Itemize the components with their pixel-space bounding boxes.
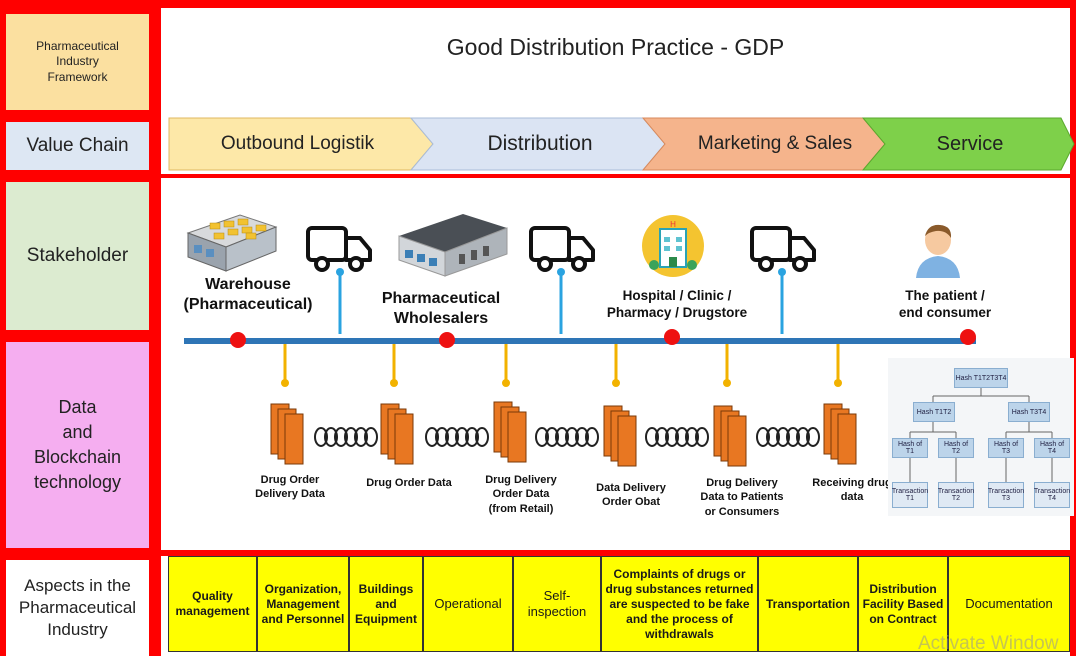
timeline-node bbox=[439, 332, 455, 348]
aspect-item: Documentation bbox=[948, 556, 1070, 652]
aspects-line-1: Aspects in the bbox=[24, 575, 131, 595]
truck-icon bbox=[750, 226, 816, 272]
merkle-l2-node: Hash of T4 bbox=[1034, 438, 1070, 458]
data-blockchain-line-1: Data bbox=[58, 396, 97, 417]
stakeholder-patient-label: The patient /end consumer bbox=[898, 288, 992, 320]
merkle-tree-connectors bbox=[909, 388, 1053, 482]
aspect-item: Quality management bbox=[168, 556, 257, 652]
merkle-leaf: Transaction T3 bbox=[988, 482, 1024, 508]
block-stack-icon bbox=[270, 403, 304, 465]
truck-icon bbox=[529, 226, 595, 272]
hospital-icon: H bbox=[642, 215, 704, 277]
chevron-label-distribution: Distribution bbox=[487, 132, 593, 155]
patient-icon bbox=[916, 224, 960, 278]
frame-divider-top bbox=[0, 0, 1076, 8]
block-stack-icon bbox=[493, 401, 527, 463]
activation-watermark: Activate Window bbox=[918, 633, 1059, 654]
aspect-item: Transportation bbox=[758, 556, 858, 652]
framework-header-cell: Pharmaceutical Industry Framework bbox=[0, 8, 155, 116]
data-blockchain-line-4: technology bbox=[33, 472, 122, 493]
merkle-l1-node: Hash T1T2 bbox=[913, 402, 955, 422]
stakeholder-warehouse-label: Warehouse(Pharmaceutical) bbox=[183, 276, 313, 313]
aspect-item: Buildings and Equipment bbox=[349, 556, 423, 652]
stakeholder-label: Stakeholder bbox=[26, 245, 129, 266]
merkle-tree: Hash T1T2T3T4 Hash T1T2 Hash T3T4 Hash o… bbox=[888, 358, 1074, 516]
aspect-item: Distribution Facility Based on Contract bbox=[858, 556, 948, 652]
chain-link-icon bbox=[314, 427, 820, 447]
data-block-label-2: Drug Order Data bbox=[366, 477, 452, 489]
block-stack-icon bbox=[713, 405, 747, 467]
framework-header-label: Pharmaceutical Industry Framework bbox=[36, 38, 119, 84]
chevron-label-marketing: Marketing & Sales bbox=[697, 133, 853, 154]
chevron-label-outbound: Outbound Logistik bbox=[220, 133, 375, 154]
merkle-leaf: Transaction T2 bbox=[938, 482, 974, 508]
merkle-root: Hash T1T2T3T4 bbox=[954, 368, 1008, 388]
stakeholder-hospital-label: Hospital / Clinic /Pharmacy / Drugstore bbox=[606, 288, 748, 320]
svg-text:H: H bbox=[670, 220, 676, 229]
merkle-l1-node: Hash T3T4 bbox=[1008, 402, 1050, 422]
data-blockchain-line-2: and bbox=[62, 421, 93, 442]
wholesaler-building-icon bbox=[398, 214, 508, 277]
aspect-item: Complaints of drugs or drug substances r… bbox=[601, 556, 758, 652]
value-chain-cell: Value Chain bbox=[0, 116, 155, 176]
data-blockchain-cell: Data and Blockchain technology bbox=[0, 336, 155, 554]
merkle-l2-node: Hash of T1 bbox=[892, 438, 928, 458]
chevron-label-service: Service bbox=[936, 132, 1004, 155]
data-blockchain-line-3: Blockchain bbox=[33, 447, 122, 467]
aspects-line-2: Pharmaceutical bbox=[18, 597, 137, 617]
merkle-leaf: Transaction T4 bbox=[1034, 482, 1070, 508]
aspects-cell: Aspects in the Pharmaceutical Industry bbox=[0, 554, 155, 656]
value-chain-label: Value Chain bbox=[26, 135, 129, 156]
warehouse-icon bbox=[186, 214, 278, 272]
frame-divider-aspects bbox=[155, 550, 1076, 556]
block-stack-icon bbox=[603, 405, 637, 467]
frame-divider-stake bbox=[155, 174, 1076, 178]
stakeholder-cell: Stakeholder bbox=[0, 176, 155, 336]
aspect-item: Operational bbox=[423, 556, 513, 652]
truck-icon bbox=[306, 226, 372, 272]
merkle-l2-node: Hash of T2 bbox=[938, 438, 974, 458]
chevron-service bbox=[861, 117, 1075, 171]
aspect-item: Organization, Management and Personnel bbox=[257, 556, 349, 652]
timeline-node bbox=[664, 329, 680, 345]
page-title: Good Distribution Practice - GDP bbox=[446, 34, 785, 60]
merkle-l2-node: Hash of T3 bbox=[988, 438, 1024, 458]
aspects-line-3: Industry bbox=[47, 620, 108, 640]
timeline-node bbox=[230, 332, 246, 348]
timeline-node bbox=[960, 329, 976, 345]
aspect-item: Self-inspection bbox=[513, 556, 601, 652]
merkle-leaf: Transaction T1 bbox=[892, 482, 928, 508]
block-stack-icon bbox=[380, 403, 414, 465]
block-stack-icon bbox=[823, 403, 857, 465]
value-chain-chevrons bbox=[168, 117, 1075, 171]
